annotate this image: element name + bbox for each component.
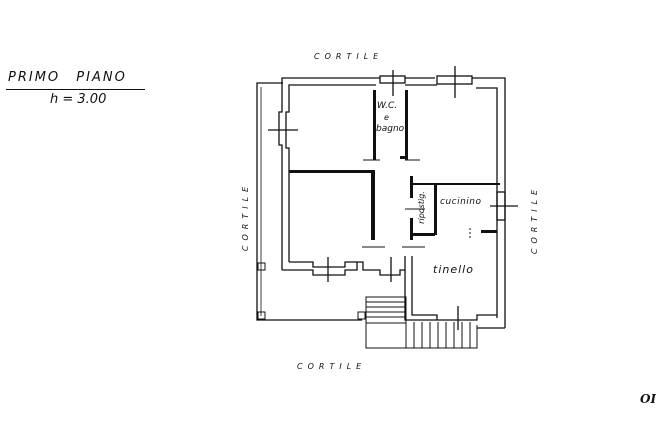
room-label-wc-conj: e (384, 113, 389, 122)
title-underline (6, 89, 145, 90)
wall-wc-left (373, 90, 376, 160)
room-label-tinello: tinello (433, 263, 474, 276)
floor-title: PRIMO PIANO (8, 70, 127, 85)
wall-ripostiglio (434, 183, 437, 235)
corner-text: OI (640, 392, 656, 406)
floor-height: h = 3.00 (50, 92, 107, 107)
wall-south-west (282, 256, 406, 276)
wall-west (278, 83, 283, 270)
room-label-cucinino: cucinino (440, 197, 482, 207)
staircase (365, 296, 478, 349)
room-label-wc: W.C. (377, 101, 398, 111)
wall-interior-1 (289, 170, 375, 173)
wall-wc-right (405, 90, 408, 160)
label-cortile-top: CORTILE (314, 52, 384, 61)
room-label-bagno: bagno (376, 124, 405, 134)
wall-north (281, 77, 380, 83)
label-cortile-bottom: CORTILE (297, 362, 367, 371)
terrace-outline (256, 82, 362, 321)
room-label-ripostiglio: ripostig. (416, 191, 426, 224)
